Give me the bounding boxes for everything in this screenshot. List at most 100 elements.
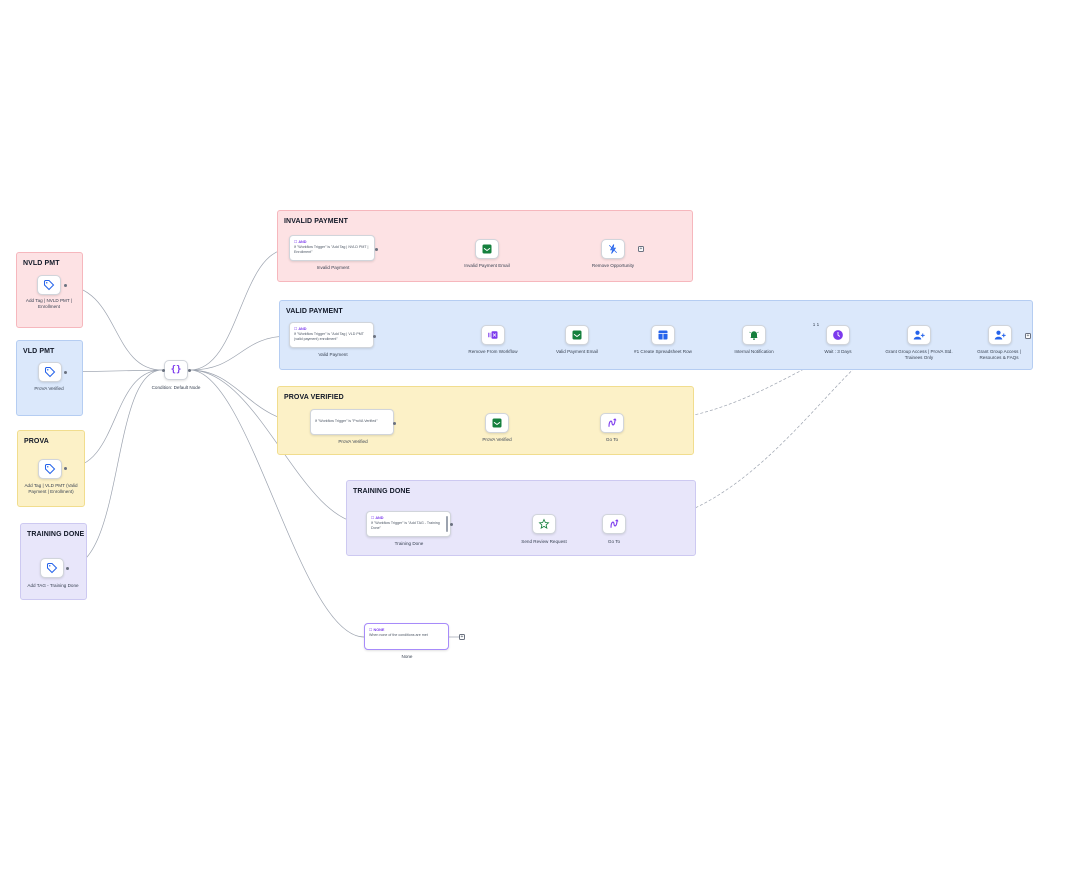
condition-tag: ☐ AND	[294, 240, 307, 244]
group-title: VLD PMT	[23, 348, 55, 355]
condition-label: Condition: Default Node	[151, 385, 201, 390]
remove-opportunity-icon	[608, 244, 618, 254]
condition-text: If "Workflow Trigger" is "Add TAG - Trai…	[371, 521, 440, 530]
condition-card-prova[interactable]: If "Workflow Trigger" is "ProVA Verified…	[310, 409, 394, 435]
connector-to-invalid	[189, 248, 290, 371]
add-step-button[interactable]: +	[638, 246, 644, 252]
trigger-label-prova: Add Tag | VLD PMT (Valid Payment | Enrol…	[24, 483, 78, 494]
group-title: NVLD PMT	[23, 260, 60, 267]
step-label: Valid Payment Email	[555, 349, 599, 354]
goto-icon	[608, 418, 617, 427]
step-invalid-payment-email[interactable]	[475, 239, 499, 259]
connection-dot	[162, 369, 165, 372]
condition-text: When none of the conditions are met	[369, 633, 428, 637]
tag-icon	[44, 366, 56, 378]
group-title: TRAINING DONE	[27, 531, 85, 538]
branch-label-invalid: Invalid Payment	[316, 265, 350, 270]
condition-text: If "Workflow Trigger" is "ProVA Verified…	[315, 419, 378, 423]
step-prova-verified-email[interactable]	[485, 413, 509, 433]
condition-text: If "Workflow Trigger" is "Add Tag | NVLD…	[294, 245, 369, 254]
condition-card-none[interactable]: ☐ NONE When none of the conditions are m…	[364, 623, 449, 650]
connection-dot	[375, 248, 378, 251]
step-label: ProVA Verified	[482, 437, 512, 442]
step-grant-access-resources[interactable]	[988, 325, 1012, 345]
wait-counter: 1 1	[812, 322, 820, 327]
trigger-node-prova[interactable]	[38, 459, 62, 479]
branch-label-prova: ProVA Verified	[338, 439, 368, 444]
step-label: Remove Opportunity	[591, 263, 635, 268]
condition-node[interactable]: {}	[164, 360, 188, 380]
step-send-review-request[interactable]	[532, 514, 556, 534]
connection-dot	[64, 467, 67, 470]
group-title: INVALID PAYMENT	[284, 218, 348, 225]
step-label: Go To	[605, 437, 619, 442]
step-remove-from-workflow[interactable]	[481, 325, 505, 345]
condition-card-valid[interactable]: ☐ AND If "Workflow Trigger" is "Add Tag …	[289, 322, 374, 348]
trigger-label-vld: ProVA Verified	[34, 386, 64, 391]
step-label: #1 Create Spreadsheet Row	[634, 349, 692, 354]
connection-dot	[450, 523, 453, 526]
group-title: TRAINING DONE	[353, 488, 411, 495]
step-label: Send Review Request	[521, 539, 567, 544]
step-label: Invalid Payment Email	[464, 263, 510, 268]
email-icon	[482, 244, 492, 254]
trigger-label-nvld: Add Tag | NVLD PMT | Enrollment	[25, 298, 73, 309]
trigger-label-training: Add TAG - Training Done	[27, 583, 79, 588]
branch-label-training: Training Done	[394, 541, 424, 546]
step-label: Grant Group Access | Resources & FAQs	[977, 349, 1021, 360]
connection-dot	[66, 567, 69, 570]
connection-dot	[64, 371, 67, 374]
email-icon	[492, 418, 502, 428]
connector-to-valid	[189, 335, 290, 371]
step-goto-training[interactable]	[602, 514, 626, 534]
connection-dot	[188, 369, 191, 372]
group-title: PROVA VERIFIED	[284, 394, 344, 401]
add-step-button[interactable]: +	[1025, 333, 1031, 339]
condition-tag: ☐ NONE	[369, 628, 385, 632]
braces-icon: {}	[170, 365, 182, 375]
step-label: Remove From Workflow	[468, 349, 518, 354]
step-remove-opportunity[interactable]	[601, 239, 625, 259]
group-title: PROVA	[24, 438, 49, 445]
condition-text: If "Workflow Trigger" is "Add Tag | VLD …	[294, 332, 364, 341]
bell-icon	[749, 331, 759, 341]
step-wait-3-days[interactable]	[826, 325, 850, 345]
condition-tag: ☐ AND	[294, 327, 307, 331]
tag-icon	[44, 463, 56, 475]
goto-icon	[610, 519, 619, 528]
group-title: VALID PAYMENT	[286, 308, 343, 315]
add-step-button[interactable]: +	[459, 634, 465, 640]
clock-icon	[833, 330, 843, 340]
condition-card-invalid[interactable]: ☐ AND If "Workflow Trigger" is "Add Tag …	[289, 235, 375, 261]
step-valid-payment-email[interactable]	[565, 325, 589, 345]
branch-label-none: None	[401, 654, 413, 659]
step-goto-prova[interactable]	[600, 413, 624, 433]
star-icon	[538, 518, 550, 529]
step-label: Wait : 3 Days	[824, 349, 852, 354]
tag-icon	[43, 279, 55, 291]
connection-dot	[373, 335, 376, 338]
step-internal-notification[interactable]	[742, 325, 766, 345]
tag-icon	[46, 562, 58, 574]
step-grant-access-trainees[interactable]	[907, 325, 931, 345]
email-icon	[572, 330, 582, 340]
trigger-node-nvld[interactable]	[37, 275, 61, 295]
step-label: Internal Notification	[734, 349, 774, 354]
condition-card-training[interactable]: ☐ AND If "Workflow Trigger" is "Add TAG …	[366, 511, 451, 537]
trigger-node-vld[interactable]	[38, 362, 62, 382]
trigger-node-training[interactable]	[40, 558, 64, 578]
step-label: Go To	[607, 539, 621, 544]
add-user-icon	[994, 330, 1006, 340]
branch-label-valid: Valid Payment	[318, 352, 348, 357]
connection-dot	[393, 422, 396, 425]
step-label: Grant Group Access | ProVA Std. Trainees…	[885, 349, 953, 360]
condition-tag: ☐ AND	[371, 516, 384, 520]
add-user-icon	[913, 330, 925, 340]
remove-workflow-icon	[488, 331, 498, 339]
connection-dot	[64, 284, 67, 287]
condition-scrollbar[interactable]	[446, 516, 448, 532]
spreadsheet-icon	[658, 330, 668, 340]
step-create-spreadsheet-row[interactable]	[651, 325, 675, 345]
connector-to-none	[189, 369, 365, 638]
